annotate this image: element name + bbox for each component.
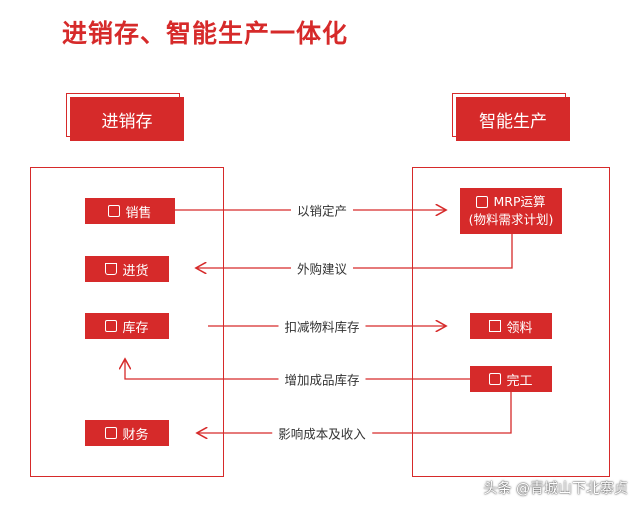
node-purchase: 进货 bbox=[85, 256, 169, 282]
left-panel bbox=[30, 167, 224, 477]
node-mrp: MRP运算 (物料需求计划) bbox=[460, 188, 562, 234]
node-finish: 完工 bbox=[470, 366, 552, 392]
warehouse-icon bbox=[105, 320, 118, 332]
left-header: 进销存 bbox=[66, 93, 184, 141]
right-panel bbox=[412, 167, 610, 477]
calculator-icon bbox=[476, 196, 489, 208]
edge-label-deduct-material: 扣减物料库存 bbox=[278, 316, 366, 336]
node-material: 领料 bbox=[470, 313, 552, 339]
document-icon bbox=[489, 373, 502, 385]
node-inventory: 库存 bbox=[85, 313, 169, 339]
node-sales: 销售 bbox=[85, 198, 175, 224]
ledger-icon bbox=[105, 427, 118, 439]
edge-label-sell-to-produce: 以销定产 bbox=[290, 200, 354, 220]
watermark: 头条 @青城山下北寨贞 bbox=[483, 481, 628, 497]
edge-label-purchase-advice: 外购建议 bbox=[290, 258, 354, 278]
material-icon bbox=[489, 320, 502, 332]
edge-purchase-advice bbox=[197, 234, 513, 268]
edge-label-affect-cost: 影响成本及收入 bbox=[272, 423, 372, 443]
page-title: 进销存、智能生产一体化 bbox=[62, 19, 349, 48]
right-header: 智能生产 bbox=[452, 93, 570, 141]
node-finance: 财务 bbox=[85, 420, 169, 446]
chart-icon bbox=[108, 205, 121, 217]
edge-label-add-product: 增加成品库存 bbox=[278, 369, 366, 389]
cart-icon bbox=[105, 263, 118, 275]
